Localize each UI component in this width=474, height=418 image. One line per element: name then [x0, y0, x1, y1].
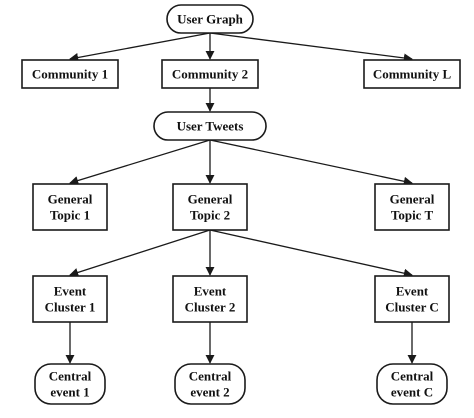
node-label-central-event-1-line-2: event 1 [50, 385, 89, 400]
node-label-event-cluster-1-line-1: Event [54, 284, 87, 299]
node-label-general-topic-t-line-1: General [390, 192, 435, 207]
node-box-event-cluster-c [374, 275, 450, 323]
edge-user-graph-to-community-1 [69, 32, 211, 62]
node-label-central-event-1-line-1: Central [49, 369, 92, 384]
node-box-user-tweets [153, 111, 267, 141]
node-box-event-cluster-2 [172, 275, 248, 323]
node-label-user-graph-line-1: User Graph [177, 12, 244, 27]
node-box-general-topic-1 [32, 183, 108, 231]
node-label-event-cluster-2-line-2: Cluster 2 [185, 300, 236, 315]
node-box-community-1 [21, 59, 119, 89]
node-box-general-topic-2 [172, 183, 248, 231]
node-label-central-event-c-line-2: event C [391, 385, 433, 400]
node-label-event-cluster-1-line-2: Cluster 1 [45, 300, 96, 315]
edge-general-topic-2-to-event-cluster-1 [69, 229, 211, 277]
node-user-tweets: User Tweets [153, 111, 267, 141]
edge-user-tweets-to-general-topic-1 [69, 139, 211, 185]
edge-user-graph-to-community-l [209, 32, 413, 63]
node-box-central-event-2 [174, 363, 246, 405]
node-box-central-event-c [376, 363, 448, 405]
node-box-user-graph [166, 4, 254, 34]
node-label-community-1-line-1: Community 1 [32, 67, 108, 82]
node-label-central-event-2-line-1: Central [189, 369, 232, 384]
node-label-central-event-c-line-1: Central [391, 369, 434, 384]
node-label-event-cluster-2-line-1: Event [194, 284, 227, 299]
edge-user-tweets-to-general-topic-t [209, 139, 413, 186]
node-community-2: Community 2 [161, 59, 259, 89]
node-label-general-topic-1-line-1: General [48, 192, 93, 207]
node-label-central-event-2-line-2: event 2 [190, 385, 229, 400]
node-user-graph: User Graph [166, 4, 254, 34]
node-box-community-2 [161, 59, 259, 89]
node-label-general-topic-t-line-2: Topic T [391, 208, 434, 223]
edge-general-topic-2-to-event-cluster-c [209, 229, 413, 278]
edges-layer [65, 32, 417, 364]
node-box-event-cluster-1 [32, 275, 108, 323]
node-community-1: Community 1 [21, 59, 119, 89]
node-label-community-l-line-1: Community L [373, 67, 452, 82]
node-label-general-topic-2-line-1: General [188, 192, 233, 207]
node-box-community-l [363, 59, 461, 89]
node-box-central-event-1 [34, 363, 106, 405]
node-label-general-topic-1-line-2: Topic 1 [50, 208, 90, 223]
node-label-user-tweets-line-1: User Tweets [177, 119, 244, 134]
node-community-l: Community L [363, 59, 461, 89]
node-label-community-2-line-1: Community 2 [172, 67, 248, 82]
node-label-general-topic-2-line-2: Topic 2 [190, 208, 230, 223]
node-label-event-cluster-c-line-1: Event [396, 284, 429, 299]
node-label-event-cluster-c-line-2: Cluster C [385, 300, 439, 315]
node-box-general-topic-t [374, 183, 450, 231]
